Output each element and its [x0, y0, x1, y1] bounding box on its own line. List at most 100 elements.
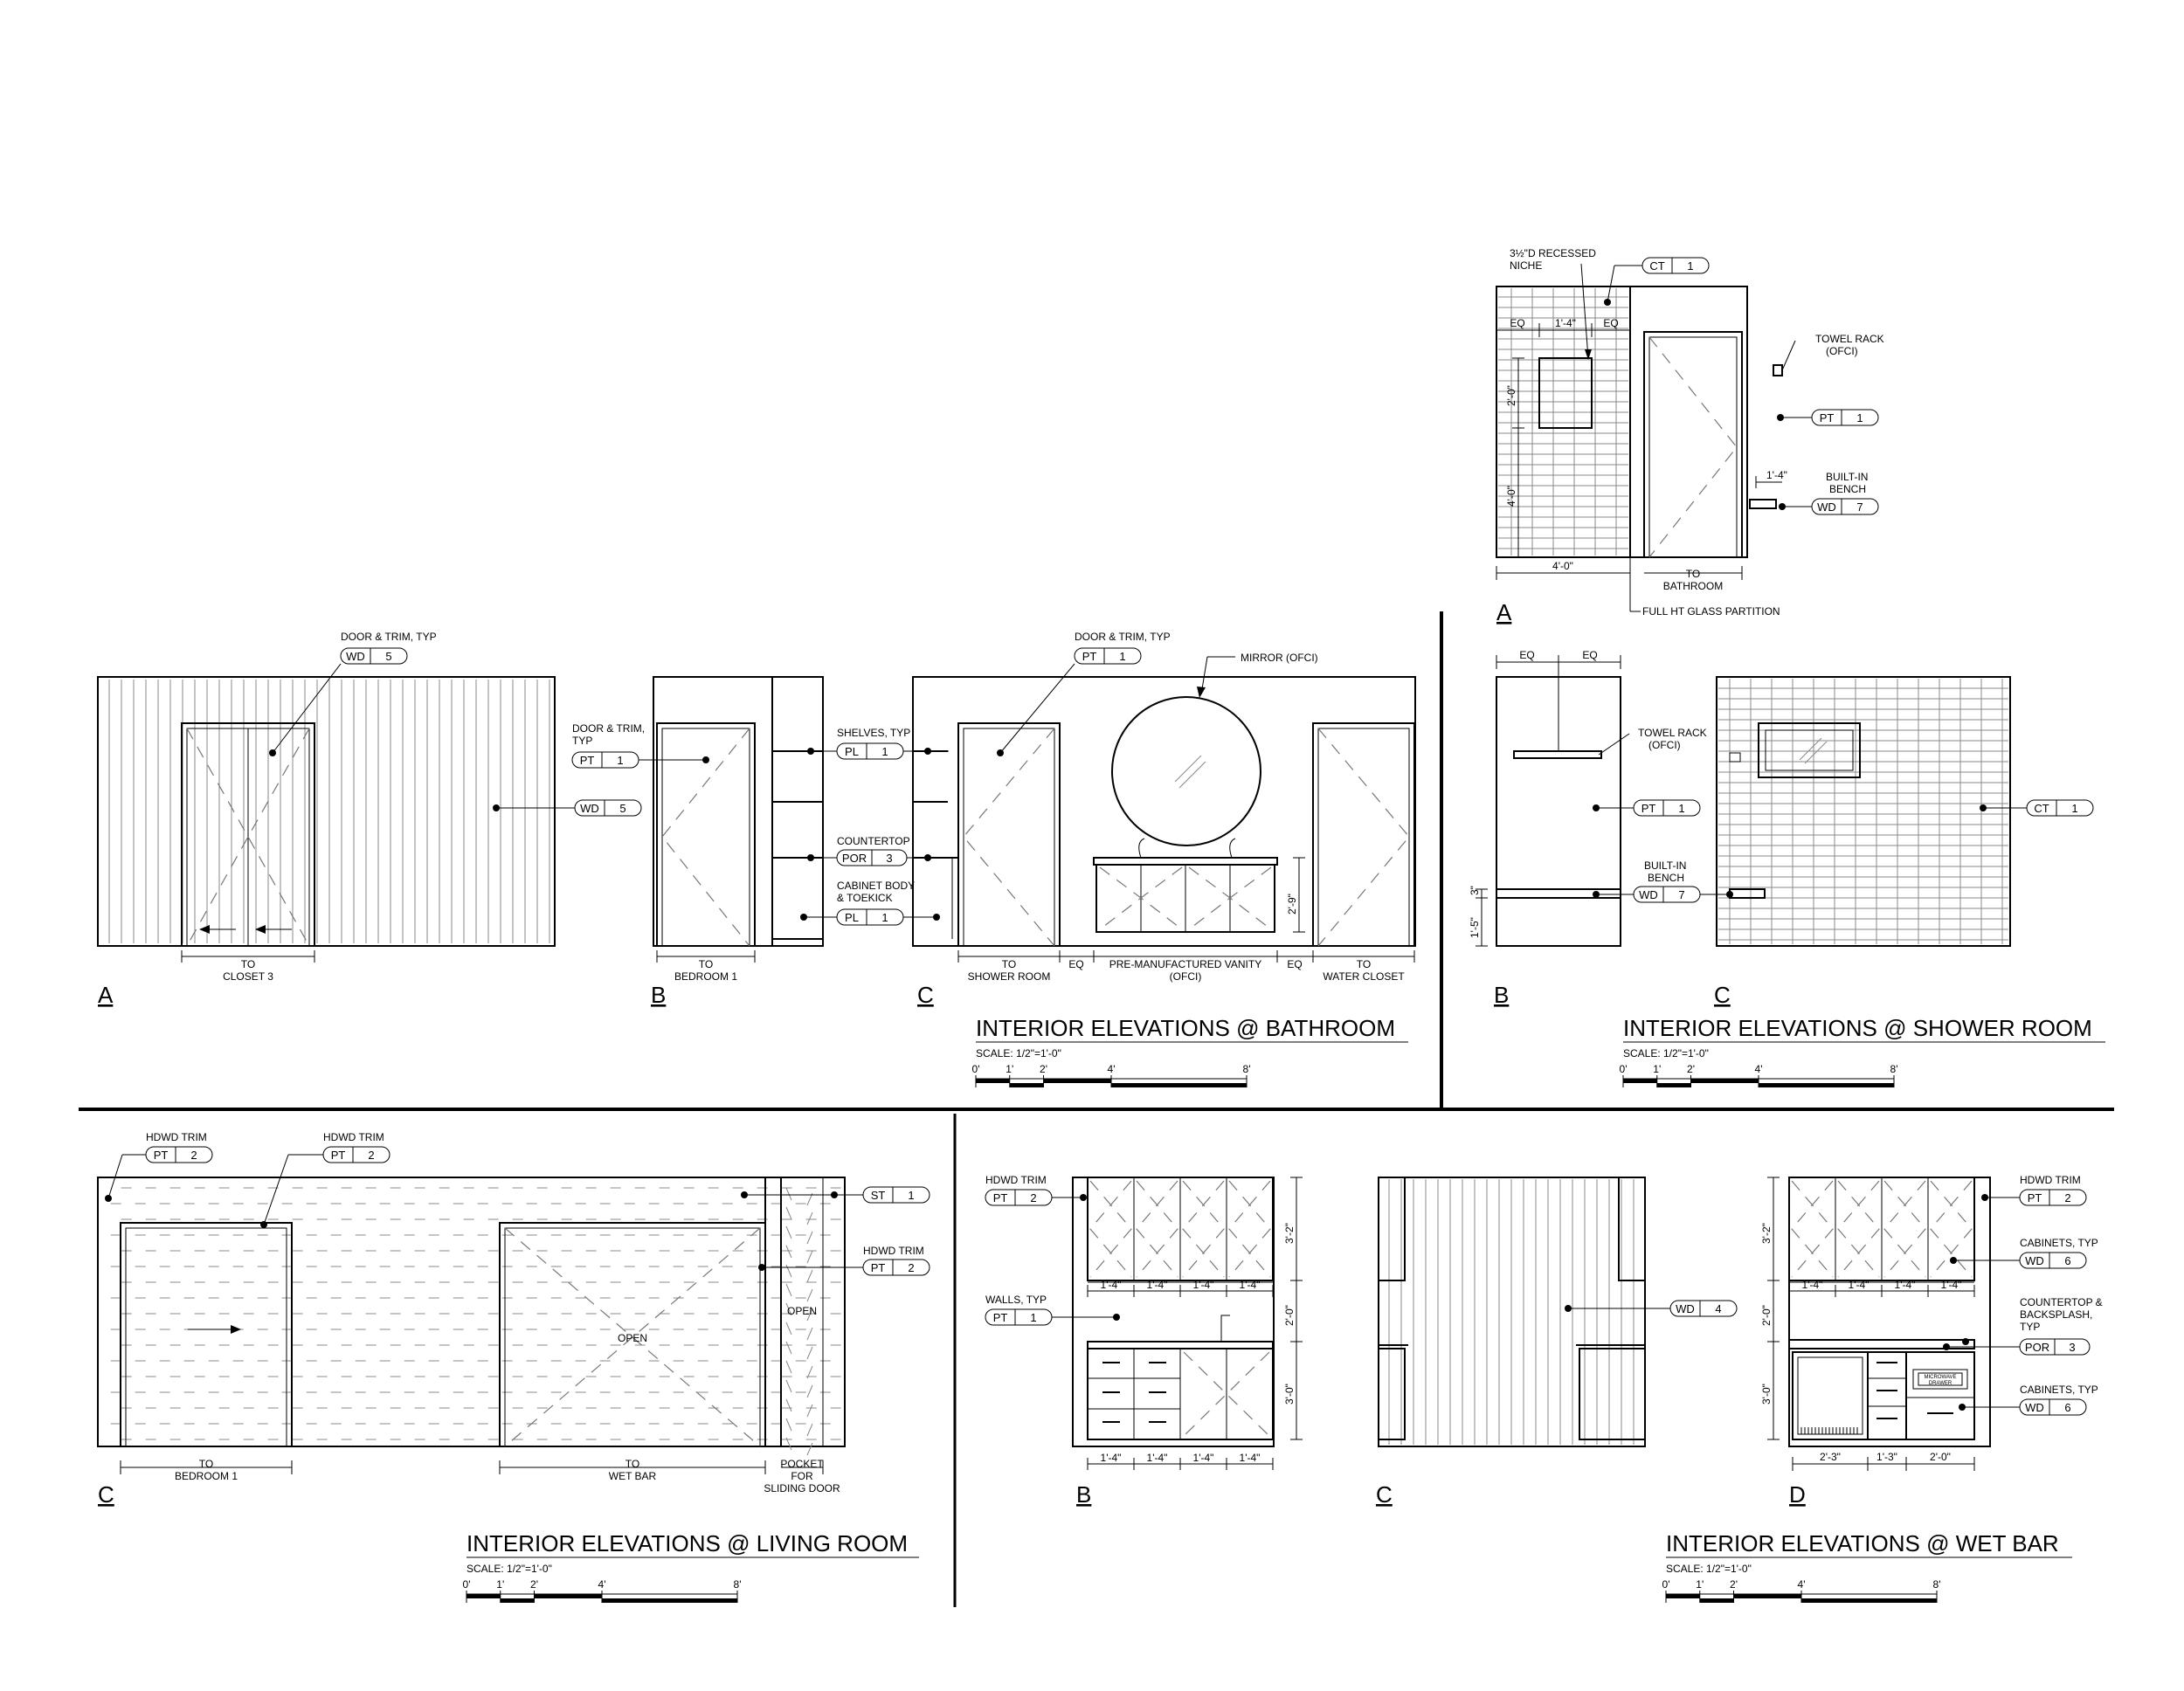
svg-text:TO: TO [1357, 958, 1371, 970]
scale-tick-label: 8' [734, 1578, 742, 1591]
leader-dot [269, 749, 276, 756]
living-view-label-c: C [98, 1481, 114, 1508]
glass-partition-note: FULL HT GLASS PARTITION [1642, 605, 1780, 618]
material-tag-pt1c: PT 1 [1074, 647, 1142, 665]
microwave-drawer [1912, 1369, 1968, 1390]
scale-tick-label: 2' [530, 1578, 538, 1591]
dimension-label: 1'-4" [1147, 1279, 1168, 1291]
wetbar-view-label-c: C [1376, 1481, 1393, 1508]
material-tag-ct1b: CT 1 [2026, 799, 2094, 817]
svg-text:2'-0": 2'-0" [1930, 1451, 1951, 1463]
towel-rack-note: TOWEL RACK [1815, 333, 1884, 345]
scale-tick-label: 8' [1933, 1578, 1941, 1591]
dimension-label: 1'-4" [1895, 1279, 1916, 1291]
material-tag-ct1a: CT 1 [1641, 257, 1710, 274]
svg-text:5: 5 [619, 802, 625, 815]
svg-text:4'-0": 4'-0" [1552, 560, 1573, 572]
svg-text:BENCH: BENCH [1648, 872, 1684, 884]
pocket-hatch [785, 1187, 813, 1456]
dimension-label: 1'-4" [1240, 1452, 1261, 1464]
svg-text:CABINETS, TYP: CABINETS, TYP [2020, 1384, 2098, 1396]
svg-text:NICHE: NICHE [1510, 259, 1542, 272]
shower-title: INTERIOR ELEVATIONS @ SHOWER ROOM [1623, 1015, 2092, 1041]
svg-text:DOOR & TRIM, TYP: DOOR & TRIM, TYP [1075, 631, 1171, 643]
svg-text:4'-0": 4'-0" [1505, 486, 1517, 507]
closet-label: CLOSET 3 [223, 970, 273, 983]
svg-text:1: 1 [908, 1189, 914, 1202]
bathroom-elevation-a: TO CLOSET 3 A DOOR & TRIM, TYP WD 5 WD 5 [97, 631, 642, 1008]
living-title: INTERIOR ELEVATIONS @ LIVING ROOM [467, 1530, 908, 1556]
svg-text:2'-0": 2'-0" [1760, 1305, 1773, 1326]
wall-hatch [110, 1187, 841, 1440]
svg-text:FOR: FOR [791, 1470, 813, 1482]
view-label-c: C [917, 982, 934, 1008]
scale-tick-label: 1' [496, 1578, 504, 1591]
svg-text:(OFCI): (OFCI) [1648, 739, 1681, 751]
slide-arrow-icon [231, 1325, 241, 1334]
svg-text:EQ: EQ [1603, 317, 1618, 329]
svg-text:EQ: EQ [1519, 649, 1534, 661]
scale-tick-label: 4' [1108, 1063, 1116, 1075]
view-label-b: B [651, 982, 666, 1008]
svg-text:1: 1 [1119, 650, 1125, 663]
svg-text:3": 3" [1469, 886, 1481, 895]
living-elevation-c: OPEN OPEN TO BEDROOM 1 TO WET BAR POCKET… [97, 1131, 930, 1603]
svg-text:CT: CT [1649, 259, 1664, 273]
svg-text:3'-0": 3'-0" [1283, 1384, 1296, 1405]
svg-text:PL: PL [845, 745, 859, 758]
shower-view-label-b: B [1494, 982, 1509, 1008]
fridge-grille [1800, 1427, 1858, 1434]
svg-text:7: 7 [1678, 888, 1684, 901]
material-tag-wd5b: WD 5 [574, 799, 642, 817]
dimension-label: 1'-4" [1101, 1279, 1122, 1291]
svg-text:(OFCI): (OFCI) [1826, 345, 1858, 357]
svg-text:PT: PT [1820, 411, 1835, 424]
swing-arrow-icon [199, 925, 292, 934]
svg-text:POR: POR [842, 852, 867, 865]
bedroom-label: BEDROOM 1 [674, 970, 737, 983]
svg-text:WD: WD [1639, 888, 1658, 901]
svg-text:TYP: TYP [572, 735, 592, 747]
water-closet-label: WATER CLOSET [1323, 970, 1405, 983]
svg-text:ST: ST [871, 1189, 886, 1202]
shower-view-label-a: A [1496, 599, 1512, 625]
material-tag-por3: POR 3 [2019, 1338, 2091, 1356]
svg-text:1: 1 [1678, 802, 1684, 815]
svg-text:4: 4 [1715, 1302, 1721, 1315]
bathroom-elevation-c: 2'-9" TO SHOWER ROOM EQ PRE-MANUFACTURED… [912, 631, 1416, 1087]
svg-text:SLIDING DOOR: SLIDING DOOR [764, 1482, 840, 1494]
scale-tick-label: 1' [1006, 1063, 1013, 1075]
material-tag-pl1b: PL 1 [836, 908, 904, 926]
scale-tick-label: 2' [1687, 1063, 1695, 1075]
svg-text:3'-0": 3'-0" [1760, 1384, 1773, 1405]
dimension-label: 1'-4" [1147, 1452, 1168, 1464]
shower-room-label: SHOWER ROOM [968, 970, 1051, 983]
countertop-backsplash-note: COUNTERTOP & [2020, 1296, 2103, 1308]
bathroom-scale-bar: 0'1'2'4'8' [972, 1063, 1250, 1087]
svg-text:WD: WD [346, 650, 365, 663]
svg-text:PT: PT [871, 1261, 886, 1274]
svg-text:2'-0": 2'-0" [1283, 1305, 1296, 1326]
svg-text:PT: PT [993, 1191, 1008, 1204]
svg-text:PT: PT [1082, 650, 1097, 663]
material-tag-pt1b: PT 1 [1633, 799, 1701, 817]
svg-text:1: 1 [1030, 1311, 1036, 1324]
niche-note: 3½"D RECESSED [1510, 247, 1596, 259]
svg-text:TO: TO [199, 1458, 213, 1470]
wood-panel-hatch [108, 680, 550, 943]
to-bedroom-label: BEDROOM 1 [175, 1470, 238, 1482]
svg-text:OPEN: OPEN [787, 1305, 817, 1317]
material-tag-wd7a: WD 7 [1811, 498, 1879, 515]
dimension-label: 1'-4" [1802, 1279, 1823, 1291]
material-tag-wd5: WD 5 [340, 647, 408, 665]
svg-text:6: 6 [2064, 1254, 2070, 1267]
bathroom-title: INTERIOR ELEVATIONS @ BATHROOM [976, 1015, 1395, 1041]
bathroom-elevation-b: TO BEDROOM 1 B DOOR & TRIM, TYP PT 1 SHE… [571, 676, 949, 1008]
wetbar-elevation-c: WD 4 C [1376, 1177, 1738, 1508]
svg-text:TO: TO [1002, 958, 1016, 970]
to-bathroom-label: BATHROOM [1663, 580, 1723, 592]
pocket-label: POCKET [780, 1458, 824, 1470]
vanity-label: PRE-MANUFACTURED VANITY [1109, 958, 1261, 970]
material-tag-pt1a: PT 1 [1811, 409, 1879, 426]
shelves-note: SHELVES, TYP [837, 727, 910, 739]
